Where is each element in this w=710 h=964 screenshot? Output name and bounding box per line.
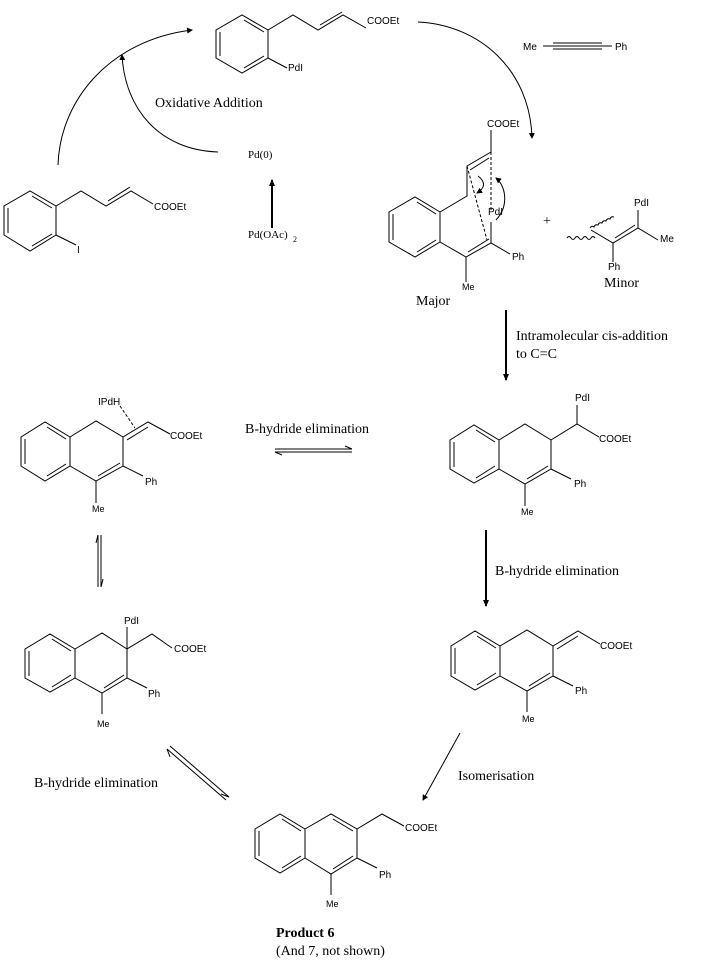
atom-pdi: PdI: [575, 393, 590, 404]
oxidative-addition-label: Oxidative Addition: [155, 96, 263, 111]
isomerisation-label: Isomerisation: [458, 769, 534, 784]
beta-hydride-label-right: B-hydride elimination: [495, 564, 619, 579]
beta-hydride-label-left: B-hydride elimination: [34, 776, 158, 791]
beta-hydride-label-middle: B-hydride elimination: [245, 422, 369, 437]
plus-sign: +: [543, 214, 551, 229]
atom-cooet: COOEt: [170, 431, 202, 442]
cis-addition-label-line2: to C=C: [516, 347, 557, 362]
atom-pdi: PdI: [288, 63, 303, 74]
atom-ph: Ph: [574, 479, 586, 490]
pd-hydride-complex: IPdH COOEt Ph Me: [20, 397, 202, 514]
equilibrium-arrow-middle: [274, 445, 353, 456]
minor-label: Minor: [604, 276, 639, 291]
atom-pdi: PdI: [634, 198, 649, 209]
arylpalladium-intermediate: COOEt PdI: [215, 11, 399, 74]
atom-ph: Ph: [379, 870, 391, 881]
atom-me: Me: [521, 507, 534, 517]
atom-me: Me: [660, 234, 674, 245]
atom-me: Me: [326, 899, 339, 909]
atom-iodo: I: [77, 245, 80, 256]
tertiary-palladium-intermediate: PdI COOEt Ph Me: [24, 616, 206, 729]
atom-me: Me: [522, 714, 535, 724]
atom-ph: Ph: [512, 252, 524, 263]
product-6-structure: COOEt Ph Me: [254, 813, 437, 909]
atom-cooet: COOEt: [405, 823, 437, 834]
aryl-iodide-substrate: COOEt I: [3, 186, 186, 256]
alkylpalladium-intermediate: PdI COOEt Ph Me: [449, 393, 631, 517]
atom-cooet: COOEt: [487, 119, 519, 130]
svg-text:2: 2: [293, 235, 297, 244]
atom-ipdh: IPdH: [98, 397, 120, 408]
pd-acetate-label: Pd(OAc) 2: [248, 229, 297, 244]
product-label: Product 6: [276, 926, 334, 941]
curved-arrow-insertion: [417, 21, 535, 139]
product-note: (And 7, not shown): [276, 944, 385, 959]
exocyclic-alkene-intermediate: COOEt Ph Me: [450, 629, 632, 724]
minor-intermediate: PdI Me Ph: [566, 198, 674, 273]
atom-cooet: COOEt: [367, 16, 399, 27]
atom-pdi: PdI: [488, 207, 503, 218]
curved-arrow-oxidative-addition: [119, 54, 219, 153]
equilibrium-arrow-left: [95, 534, 104, 588]
cis-addition-label-line1: Intramolecular cis-addition: [516, 329, 668, 344]
atom-cooet: COOEt: [600, 641, 632, 652]
equilibrium-arrow-bottom-left: [166, 745, 230, 801]
atom-ph: Ph: [148, 689, 160, 700]
atom-me: Me: [462, 282, 475, 292]
atom-cooet: COOEt: [599, 434, 631, 445]
isomerisation-arrow: [422, 732, 461, 801]
atom-ph: Ph: [615, 42, 627, 53]
atom-me: Me: [523, 42, 537, 53]
atom-pdi: PdI: [124, 616, 139, 627]
major-label: Major: [416, 294, 451, 309]
atom-ph: Ph: [145, 477, 157, 488]
atom-cooet: COOEt: [174, 644, 206, 655]
atom-ph: Ph: [575, 686, 587, 697]
atom-me: Me: [92, 504, 105, 514]
atom-cooet: COOEt: [154, 202, 186, 213]
alkyne-reagent: Me Ph: [523, 42, 627, 53]
atom-ph: Ph: [608, 262, 620, 273]
curved-arrow-start: [57, 27, 193, 166]
pd0-label: Pd(0): [248, 149, 273, 161]
atom-me: Me: [97, 719, 110, 729]
major-intermediate: COOEt PdI Ph Me: [388, 119, 524, 292]
svg-text:Pd(OAc): Pd(OAc): [248, 229, 288, 241]
